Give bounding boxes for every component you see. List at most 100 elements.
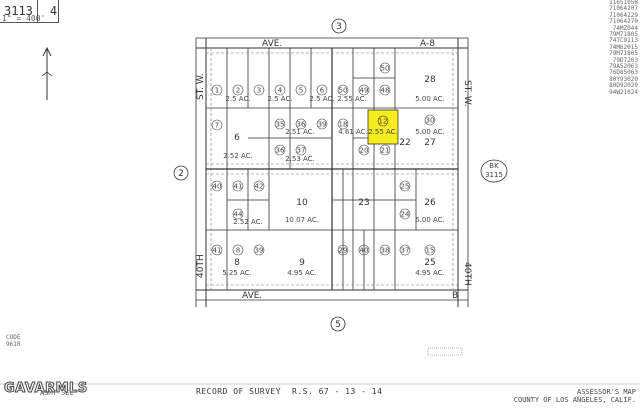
street-label-top: AVE. [262, 39, 282, 49]
tract-number: 26 [424, 198, 436, 208]
parcel-number: 24 [401, 211, 410, 219]
legend-line: 74M62015 [609, 43, 638, 51]
tract-number: 23 [358, 198, 369, 208]
parcel-number: 25 [401, 183, 410, 191]
street-label-right: 40TH [462, 262, 472, 286]
parcel-number: 30 [426, 117, 435, 125]
page-box-divider [36, 0, 46, 22]
parcel-number: 35 [276, 121, 285, 129]
highlight-parcel-acreage: 2.55 AC. [368, 128, 398, 136]
parcel-number: 37 [297, 147, 306, 155]
acreage-label: 2.52 AC. [223, 152, 253, 160]
parcel-number: 41 [213, 247, 222, 255]
acreage-label: 4.95 AC. [415, 269, 445, 277]
legend-line: 74MZ044 [612, 24, 638, 32]
map-book-number: 3113 [4, 4, 33, 18]
parcel-number: 2 [236, 87, 240, 95]
parcel-number-circles [211, 62, 436, 256]
parcel-number: 3 [257, 87, 261, 95]
adjacent-page-top[interactable]: 3 [336, 22, 342, 32]
acreage-label: 5.00 AC. [415, 128, 445, 136]
margin-note-line: 9610 [6, 341, 21, 348]
tract-number: 6 [234, 133, 240, 143]
parcel-number: 8 [236, 247, 240, 255]
street-label-bottom: AVE. [242, 291, 262, 301]
parcel-number: 39 [255, 247, 264, 255]
assessor-title: ASSESSOR'S MAP COUNTY OF LOS ANGELES, CA… [510, 388, 636, 404]
legend-line: 74TC9113 [609, 37, 638, 45]
street-label-left-upper: ST. W. [196, 73, 206, 100]
acreage-label: 2.5 AC. [225, 95, 250, 103]
highlight-parcel-number-circle [377, 115, 389, 127]
assessment-note: ASMT SEE [40, 389, 74, 397]
tract-number: 8 [234, 258, 240, 268]
parcel-number: 5 [299, 87, 303, 95]
acreage-label: 2.53 AC. [285, 155, 315, 163]
acreage-label: 4.61 AC. [338, 128, 368, 136]
highlight-parcel[interactable] [367, 109, 399, 145]
parcel-number: 29 [339, 247, 348, 255]
acreage-label: 5.25 AC. [222, 269, 252, 277]
parcel-number: 4 [278, 87, 283, 95]
legend-line: 71064207 [609, 5, 638, 13]
parcel-number: 20 [360, 147, 369, 155]
parcel-number: 21 [381, 147, 390, 155]
acreage-labels: 2.5 AC. 2.5 AC. 2.5 AC. 2.52 AC. 2.51 AC… [222, 95, 445, 277]
parcel-number: 6 [320, 87, 325, 95]
legend-line: 71064270 [609, 18, 638, 26]
tract-number: 9 [299, 258, 305, 268]
legend-line: 94W21024 [609, 88, 638, 96]
parcel-number: 7 [215, 122, 219, 130]
parcel-number: 36 [297, 121, 306, 129]
parcel-number: 38 [381, 247, 390, 255]
legend-line: 80D92020 [609, 82, 638, 90]
adjacent-page-bottom[interactable]: 5 [335, 320, 341, 330]
tract-number: 10 [296, 198, 308, 208]
legend-line: 79M71805 [609, 50, 638, 58]
parcel-number: 40 [360, 247, 369, 255]
parcel-number: 18 [339, 121, 348, 129]
parcel-number: 42 [255, 183, 264, 191]
assessor-title-line: ASSESSOR'S MAP [576, 388, 636, 396]
adjacent-book-number[interactable]: 3115 [485, 171, 503, 179]
legend-line: 79D7203 [612, 56, 638, 64]
street-label-left: 40TH [196, 254, 206, 278]
adjacent-book-label: BK [489, 162, 499, 170]
tract-number: 22 [399, 138, 410, 148]
tract-numbers: 6 10 9 8 23 22 27 28 26 25 [234, 75, 436, 268]
tract-number: 27 [424, 138, 435, 148]
parcel-numbers: 1 2 3 4 5 6 7 35 36 39 36 37 50 49 50 48… [213, 65, 435, 255]
adjacent-page-left[interactable]: 2 [178, 169, 184, 179]
parcel-number: 48 [381, 87, 390, 95]
margin-note-line: CODE [6, 334, 21, 341]
scale-stamp [427, 347, 463, 356]
street-labels: AVE. A-8 AVE. B 40TH ST. W. 40TH ST. W. [196, 39, 472, 301]
parcel-number: 49 [360, 87, 369, 95]
parcel-lines [206, 48, 458, 290]
parcel-number: 40 [213, 183, 222, 191]
acreage-label: 2.5 AC. [267, 95, 292, 103]
street-label-bottom-right: B [452, 291, 458, 301]
adjacent-page-markers: 3 2 5 BK 3115 [173, 18, 508, 332]
legend-line: 79A52063 [609, 63, 638, 71]
parcel-number: 15 [426, 247, 435, 255]
legend-line: 71064229 [609, 11, 638, 19]
tract-number: 28 [424, 75, 436, 85]
parcel-number: 36 [276, 147, 285, 155]
parcel-number: 37 [401, 247, 410, 255]
street-label-top-right: A-8 [420, 39, 435, 49]
map-scale: 1" = 400' [2, 14, 46, 23]
tract-number: 25 [424, 258, 435, 268]
parcel-number: 44 [234, 211, 243, 219]
margin-note: CODE 9610 [6, 334, 20, 348]
easement-lines [206, 48, 458, 290]
acreage-label: 2.5 AC. [309, 95, 334, 103]
acreage-label: 10.07 AC. [285, 216, 319, 224]
acreage-label: 2.51 AC. [285, 128, 315, 136]
survey-reference: R.S. 67 - 13 - 14 [292, 387, 383, 396]
parcel-number: 39 [318, 121, 327, 129]
parcel-number: 50 [339, 87, 348, 95]
parcel-number: 50 [381, 65, 390, 73]
north-arrow-icon [41, 46, 53, 100]
